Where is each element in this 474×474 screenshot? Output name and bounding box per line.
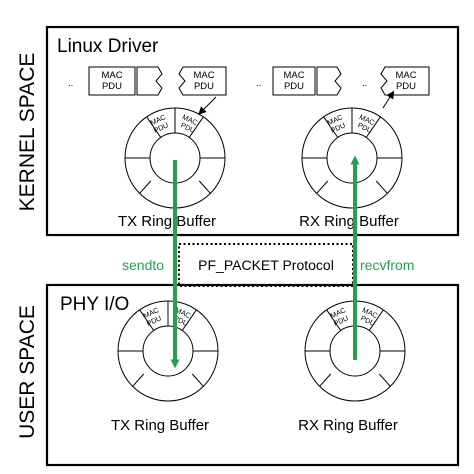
protocol-label: PF_PACKET Protocol <box>198 257 334 273</box>
dequeue-arrow <box>198 96 217 115</box>
user-space-label: USER SPACE <box>16 305 39 439</box>
mac-pdu-block: MAC PDU <box>380 66 430 96</box>
kernel-tx-ring: MAC PDU MAC PDU TX Ring Buffer <box>118 107 226 230</box>
tx-ring-buffer-label: TX Ring Buffer <box>118 213 216 230</box>
mac-pdu-label: MAC <box>283 70 304 81</box>
kernel-space-region: KERNEL SPACE Linux Driver .. MAC PDU MAC… <box>16 25 460 237</box>
kernel-space-box <box>45 25 460 237</box>
mac-pdu-label: PDU <box>284 81 304 92</box>
mac-pdu-label: MAC <box>101 70 122 81</box>
pf-packet-protocol: PF_PACKET Protocol sendto recvfrom <box>122 243 414 287</box>
user-rx-ring: MAC PDU MAC PDU RX Ring Buffer <box>298 300 406 434</box>
mac-pdu-block-cut <box>316 66 342 96</box>
mac-pdu-block-cut <box>136 66 163 96</box>
kernel-space-label: KERNEL SPACE <box>16 53 39 212</box>
user-tx-ring: MAC PDU MAC PDU TX Ring Buffer <box>111 300 219 434</box>
mac-pdu-block: MAC PDU <box>88 66 136 96</box>
mac-pdu-label: MAC <box>193 70 214 81</box>
mac-pdu-label: PDU <box>396 81 416 92</box>
queue-ellipsis-middle: .. <box>256 78 261 89</box>
recvfrom-label: recvfrom <box>360 257 414 273</box>
queue-ellipsis-left-2: .. <box>362 78 367 89</box>
mac-pdu-block: MAC PDU <box>272 66 316 96</box>
tx-ring-buffer-label: TX Ring Buffer <box>111 417 209 434</box>
linux-driver-title: Linux Driver <box>57 36 159 57</box>
rx-ring-buffer-label: RX Ring Buffer <box>298 417 398 434</box>
sendto-label: sendto <box>122 257 164 273</box>
mac-pdu-label: PDU <box>194 81 214 92</box>
rx-ring-buffer-label: RX Ring Buffer <box>299 213 399 230</box>
enqueue-arrow <box>382 90 395 109</box>
mac-pdu-block: MAC PDU <box>178 66 227 96</box>
queue-ellipsis-left: .. <box>68 78 73 89</box>
mac-pdu-label: MAC <box>395 70 416 81</box>
user-space-box <box>45 283 460 467</box>
mac-pdu-queue: .. MAC PDU MAC PDU .. MAC PDU <box>68 66 430 96</box>
user-space-region: USER SPACE PHY I/O MAC PDU MAC PDU TX Ri… <box>16 283 460 467</box>
phy-io-title: PHY I/O <box>60 294 129 315</box>
mac-pdu-label: PDU <box>102 81 122 92</box>
kernel-rx-ring: MAC PDU MAC PDU RX Ring Buffer <box>299 107 403 230</box>
